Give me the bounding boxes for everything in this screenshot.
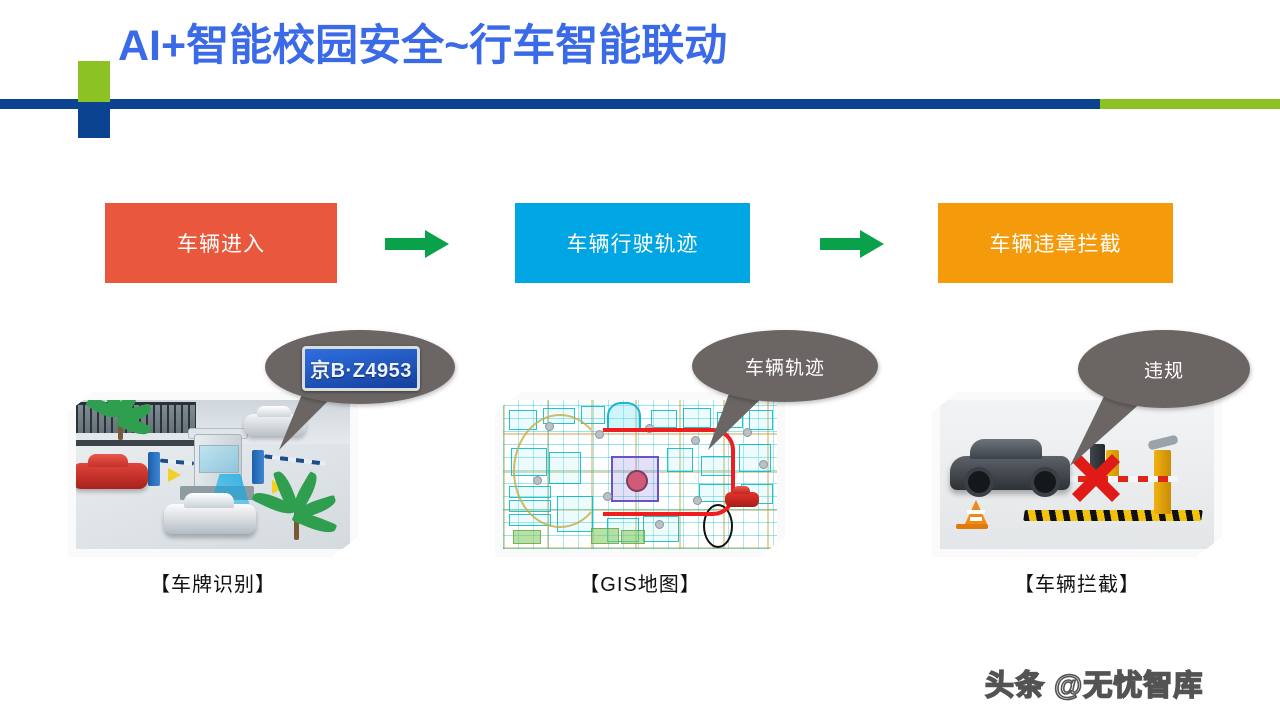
barrier-gate-post-left (148, 452, 160, 486)
arrow-right-icon (385, 230, 449, 258)
traffic-cone-base (956, 524, 988, 529)
scene-vehicle-blocked (940, 400, 1214, 549)
photo-card-license-plate-recognition (68, 392, 358, 557)
header-accent-square-blue (78, 105, 110, 138)
gis-node (691, 436, 700, 445)
scene-parking-lot-entrance (76, 400, 350, 549)
barrier-gate-arm (1058, 476, 1178, 482)
caption-gis-map: 【GIS地图】 (579, 574, 701, 596)
process-step-label: 车辆进入 (177, 233, 265, 256)
gis-node (759, 460, 768, 469)
callout-label: 违规 (1143, 360, 1184, 382)
gis-node (693, 496, 702, 505)
license-plate-number: 京B·Z4953 (310, 360, 412, 382)
gis-block (683, 408, 711, 428)
callout-label: 车辆轨迹 (744, 357, 825, 379)
process-step-label: 车辆行驶轨迹 (566, 233, 699, 256)
caption-license-plate-recognition: 【车牌识别】 (150, 574, 276, 596)
photo-card-gis-map (495, 392, 785, 557)
slide-title: AI+智能校园安全~行车智能联动 (118, 22, 728, 70)
process-arrow-2 (820, 230, 884, 258)
barrier-gate-post-right (252, 450, 264, 484)
car-dark-sedan (950, 439, 1070, 497)
caption-vehicle-interception: 【车辆拦截】 (1014, 574, 1140, 596)
gis-block (651, 410, 677, 428)
vehicle-trajectory-path (603, 428, 735, 516)
process-step-vehicle-trajectory[interactable]: 车辆行驶轨迹 (515, 203, 750, 283)
car-wheel (1030, 467, 1060, 497)
gis-node (533, 476, 542, 485)
gis-green-space (513, 530, 541, 544)
gis-node (545, 422, 554, 431)
watermark: 头条 @无忧智库 (984, 669, 1204, 703)
callout-bubble[interactable]: 违规 (1078, 330, 1250, 408)
car-wheel (964, 467, 994, 497)
gis-stadium-north (607, 402, 641, 430)
arrow-right-icon (820, 230, 884, 258)
callout-license-plate: 京B·Z4953 (265, 330, 455, 450)
scene-campus-gis-map (503, 400, 777, 549)
prohibited-x-icon (1072, 454, 1120, 502)
gis-block (749, 410, 773, 430)
gis-block (667, 448, 693, 472)
header-rule-green (1100, 99, 1280, 109)
gis-ring-road (513, 414, 607, 528)
car-windshield (994, 443, 1038, 456)
process-step-violation-interception[interactable]: 车辆违章拦截 (938, 203, 1173, 283)
traffic-cone-icon (964, 500, 988, 526)
process-step-label: 车辆违章拦截 (989, 233, 1122, 256)
barrier-gate-post (1154, 450, 1171, 514)
gis-node (743, 428, 752, 437)
gis-central-landmark (611, 456, 659, 502)
process-flow-row: 车辆进入 车辆行驶轨迹 车辆违章拦截 (0, 203, 1280, 285)
callout-violation: 违规 (1070, 330, 1250, 466)
gis-node (655, 520, 664, 529)
slide-header: AI+智能校园安全~行车智能联动 (0, 0, 1280, 140)
gis-block (581, 406, 605, 424)
process-step-vehicle-entry[interactable]: 车辆进入 (105, 203, 337, 283)
car-red (76, 454, 148, 489)
gis-green-space (621, 530, 645, 544)
header-rule-blue (0, 99, 1105, 109)
curb (76, 440, 226, 446)
gis-green-space (591, 528, 619, 544)
gis-tracked-car (725, 486, 759, 507)
process-arrow-1 (385, 230, 449, 258)
car-white-front (164, 493, 256, 534)
header-accent-square-green (78, 61, 110, 102)
photo-card-vehicle-interception (932, 392, 1222, 557)
callout-bubble[interactable]: 车辆轨迹 (692, 330, 878, 402)
guard-booth-window (199, 445, 239, 473)
hazard-strip (1023, 510, 1203, 521)
callout-tail (1070, 384, 1144, 466)
direction-arrow-icon (168, 468, 181, 482)
callout-vehicle-trajectory: 车辆轨迹 (692, 330, 878, 450)
license-plate-image: 京B·Z4953 (302, 346, 420, 391)
